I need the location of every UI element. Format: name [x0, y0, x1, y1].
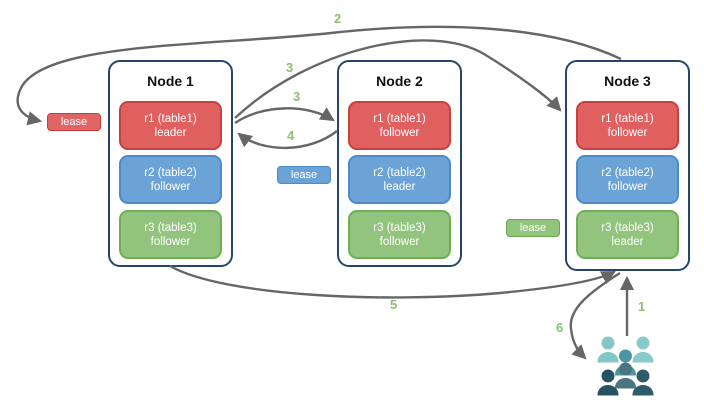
lease-badge-table2: lease	[277, 166, 331, 184]
lease-badge-table3: lease	[506, 219, 560, 237]
replica-name: r2 (table2)	[373, 166, 426, 179]
node-2-replica-r1: r1 (table1) follower	[348, 101, 451, 150]
replica-role: follower	[607, 180, 648, 193]
user-icon	[615, 349, 636, 376]
node-3-replica-r1: r1 (table1) follower	[576, 101, 679, 150]
replica-role: leader	[383, 180, 416, 193]
arrow-step-5	[169, 264, 616, 299]
user-icon	[632, 336, 654, 363]
replica-role: follower	[607, 126, 648, 139]
step-label-4: 4	[287, 128, 295, 143]
step-label-5: 5	[390, 297, 398, 312]
replica-name: r2 (table2)	[144, 166, 197, 179]
users-group-icon	[597, 336, 654, 396]
user-icon	[597, 336, 619, 363]
replica-name: r1 (table1)	[373, 112, 426, 125]
replica-name: r3 (table3)	[144, 221, 197, 234]
node-3-replica-r3: r3 (table3) leader	[576, 210, 679, 259]
node-2-replica-r2: r2 (table2) leader	[348, 155, 451, 204]
user-icon	[597, 369, 619, 396]
replica-role: follower	[150, 235, 191, 248]
step-label-1: 1	[638, 299, 646, 314]
node-1-card: Node 1 r1 (table1) leader r2 (table2) fo…	[108, 60, 233, 267]
node-3-title: Node 3	[604, 73, 651, 89]
node-1-title: Node 1	[147, 73, 194, 89]
node-3-card: Node 3 r1 (table1) follower r2 (table2) …	[565, 60, 690, 271]
user-icon	[615, 362, 636, 389]
step-label-3b: 3	[293, 89, 301, 104]
node-1-replica-r3: r3 (table3) follower	[119, 210, 222, 259]
replica-role: leader	[611, 235, 644, 248]
replica-role: follower	[379, 235, 420, 248]
lease-badge-table1: lease	[47, 113, 101, 131]
node-2-replica-r3: r3 (table3) follower	[348, 210, 451, 259]
replica-name: r1 (table1)	[601, 112, 654, 125]
arrow-step-3-to-node2	[234, 107, 335, 124]
node-2-card: Node 2 r1 (table1) follower r2 (table2) …	[337, 60, 462, 267]
arrow-step-6	[569, 271, 621, 360]
node-3-replica-r2: r2 (table2) follower	[576, 155, 679, 204]
user-icon	[632, 369, 654, 396]
step-label-6: 6	[556, 320, 564, 335]
node-1-replica-r1: r1 (table1) leader	[119, 101, 222, 150]
node-1-replica-r2: r2 (table2) follower	[119, 155, 222, 204]
step-label-2: 2	[334, 11, 342, 26]
replica-role: follower	[150, 180, 191, 193]
replica-name: r3 (table3)	[601, 221, 654, 234]
replica-name: r2 (table2)	[601, 166, 654, 179]
replica-name: r1 (table1)	[144, 112, 197, 125]
step-label-3a: 3	[286, 60, 294, 75]
replica-name: r3 (table3)	[373, 221, 426, 234]
replica-role: follower	[379, 126, 420, 139]
replica-role: leader	[154, 126, 187, 139]
node-2-title: Node 2	[376, 73, 423, 89]
